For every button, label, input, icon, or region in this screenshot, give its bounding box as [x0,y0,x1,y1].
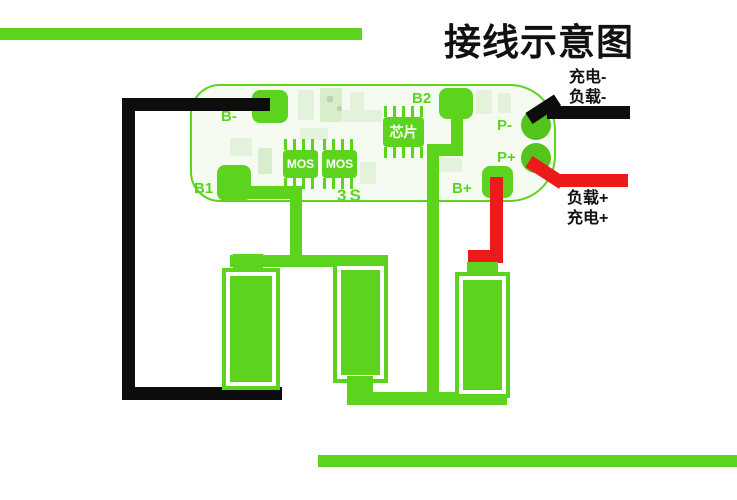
label-b-plus: B+ [452,180,472,197]
ghost-component [438,158,462,172]
battery-1 [222,268,280,390]
ghost-component [342,110,382,122]
trace-b1-horizontal [248,186,300,199]
label-b2: B2 [412,90,432,107]
label-p-minus: P- [497,117,512,134]
battery-1-terminal [233,254,263,272]
ghost-component [476,90,492,114]
ic-pins-top [384,106,423,117]
mos-2-pins-top [323,139,356,150]
ghost-component [230,138,252,156]
wire-black-p-minus [547,106,630,119]
label-charge-minus: 充电- 负载- [569,68,606,108]
wire-red-b-plus-vertical [490,177,503,263]
battery-2-cell [341,270,380,375]
mos-2-label: MOS [325,157,354,171]
ghost-component [337,106,342,111]
charge-minus-text: 充电- [569,69,607,86]
mos-1-label: MOS [286,157,315,171]
top-accent-bar [0,28,362,40]
ghost-component [258,148,272,174]
ghost-component [300,128,328,140]
mos-chip-2: MOS [322,150,357,178]
pad-b2 [439,88,473,119]
battery-1-cell [230,276,272,382]
label-load-plus: 负载+ 充电+ [567,189,608,229]
ic-chip: 芯片 [383,117,424,147]
wire-red-p-plus [556,174,628,187]
battery-2 [333,262,388,383]
page-title: 接线示意图 [444,22,634,63]
battery-3-cell [463,280,502,390]
load-plus-text: 负载+ [567,190,609,207]
label-p-plus: P+ [497,149,516,166]
wire-red-b-plus-jog [468,250,503,263]
bottom-accent-bar [318,455,737,467]
label-b1: B1 [194,180,214,197]
wire-black-bottom [122,387,282,400]
battery-2-bottom-terminal [347,376,373,400]
spec-3s-label: 3S [337,186,364,205]
ghost-component [327,96,333,102]
label-b-minus: B- [221,108,237,125]
mos-1-pins-bottom [284,178,317,189]
trace-b1-vertical [290,186,302,261]
ghost-component [498,93,511,113]
battery-3 [455,272,510,398]
mos-chip-1: MOS [283,150,318,178]
ghost-component [320,88,342,122]
charge-plus-text: 充电+ [567,210,609,227]
trace-b2-vertical [427,144,439,405]
mos-1-pins-top [284,139,317,150]
ic-label: 芯片 [389,124,418,140]
ghost-component [298,90,314,120]
mos-2-pins-bottom [323,178,356,189]
ghost-component [360,162,376,184]
load-minus-text: 负载- [569,89,607,106]
ic-pins-bottom [384,147,423,158]
wire-black-top [122,98,270,111]
wire-black-vertical [122,98,135,393]
pad-b1 [217,165,251,201]
